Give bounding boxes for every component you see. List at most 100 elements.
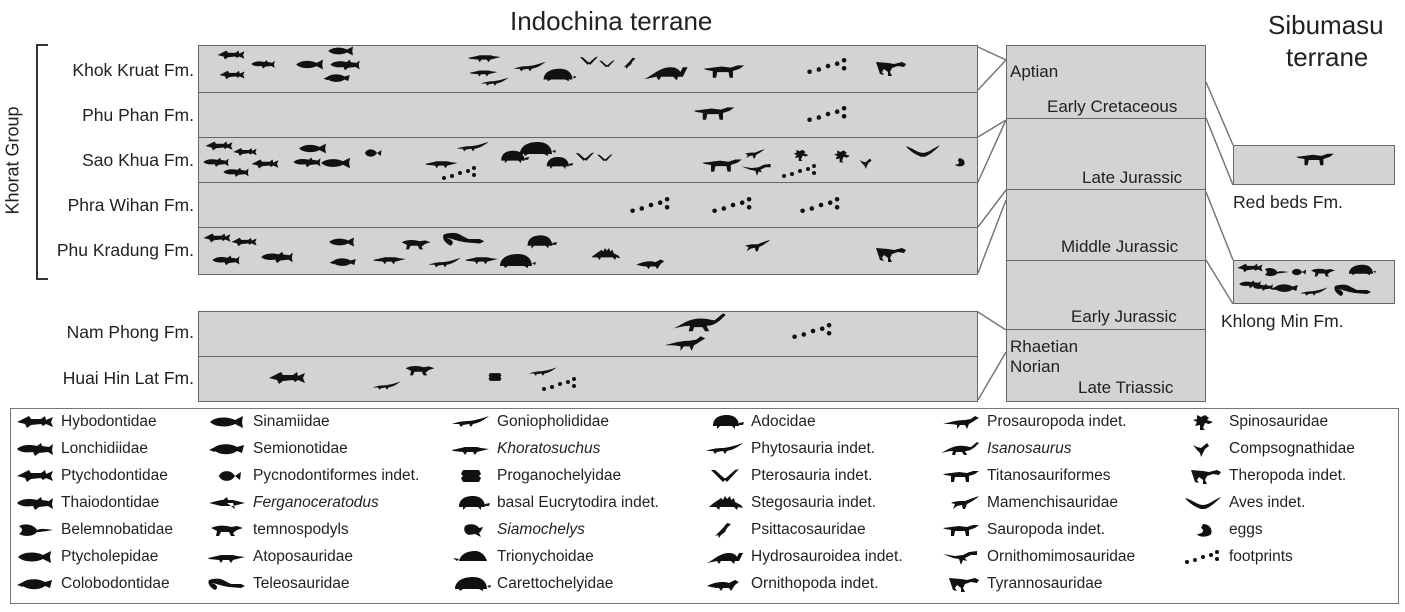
legend-item: Trionychoidae xyxy=(451,548,594,566)
legend-label: Trionychoidae xyxy=(497,548,594,565)
temnospondyl-icon xyxy=(207,522,247,538)
legend-item: Isanosaurus xyxy=(941,440,1071,458)
ornithopod-icon xyxy=(705,576,745,592)
fish-icon xyxy=(207,441,247,457)
legend-label: Atoposauridae xyxy=(253,548,353,565)
siamochelys-icon xyxy=(451,522,491,538)
proganochelys-icon xyxy=(451,468,491,484)
legend-label: Spinosauridae xyxy=(1229,413,1328,430)
fish-icon xyxy=(328,58,362,71)
legend-item: Sinamiidae xyxy=(207,413,330,431)
turtle-icon xyxy=(540,66,576,84)
legend-label: temnospodyls xyxy=(253,521,349,538)
legend-item: Hydrosauroidea indet. xyxy=(705,548,903,566)
hadrosaur-icon xyxy=(642,62,690,82)
legend-label: Tyrannosauridae xyxy=(987,575,1102,592)
ray-icon xyxy=(15,522,55,538)
stegosaur-icon xyxy=(588,244,622,264)
legend-item: eggs xyxy=(1183,521,1263,539)
legend-label: Ptychodontidae xyxy=(61,467,168,484)
legend-item: basal Eucrytodira indet. xyxy=(451,494,659,512)
shark-icon xyxy=(250,158,280,170)
temnospondyl-icon xyxy=(402,362,438,378)
legend-label: Thaiodontidae xyxy=(61,494,159,511)
legend-label: Carettochelyidae xyxy=(497,575,613,592)
shark-icon xyxy=(232,146,258,158)
turtle-icon xyxy=(496,252,536,270)
turtle-icon xyxy=(451,495,491,511)
prosauropod-icon xyxy=(656,334,714,352)
legend-item: Ferganoceratodus xyxy=(207,494,379,512)
legend-item: Prosauropoda indet. xyxy=(941,413,1127,431)
footprints-icon xyxy=(628,194,674,216)
fish-icon xyxy=(15,495,55,511)
legend-label: Ornithopoda indet. xyxy=(751,575,879,592)
legend-item: Compsognathidae xyxy=(1183,440,1355,458)
legend-item: Siamochelys xyxy=(451,521,585,539)
teleosaur-icon xyxy=(438,230,490,248)
footprints-icon xyxy=(805,56,851,76)
fish-icon xyxy=(293,58,327,71)
turtle-icon xyxy=(451,576,491,592)
ornithomimosaur-icon xyxy=(941,549,981,565)
legend-label: Theropoda indet. xyxy=(1229,467,1346,484)
legend-item: Lonchidiidae xyxy=(15,440,148,458)
bird-icon xyxy=(904,142,942,160)
legend-item: Spinosauridae xyxy=(1183,413,1328,431)
theropod-icon xyxy=(868,56,908,80)
theropod-icon xyxy=(868,242,908,266)
legend-item: Proganochelyidae xyxy=(451,467,621,485)
legend-item: Goniopholididae xyxy=(451,413,609,431)
temnospondyl-icon xyxy=(398,236,434,252)
hadrosaur-icon xyxy=(705,549,745,565)
legend-item: Mamenchisauridae xyxy=(941,494,1118,512)
legend-item: Pterosauria indet. xyxy=(705,467,873,485)
egg-icon xyxy=(946,154,972,170)
legend-item: Colobodontidae xyxy=(15,575,170,593)
footprints-icon xyxy=(440,162,480,184)
croc-icon xyxy=(462,50,508,64)
sauropod-icon xyxy=(941,441,981,457)
shark-icon xyxy=(1236,262,1264,274)
legend-item: Carettochelyidae xyxy=(451,575,613,593)
spinosaur-icon xyxy=(1183,414,1223,430)
legend-label: Khoratosuchus xyxy=(497,440,600,457)
croc-icon xyxy=(207,549,247,565)
legend-item: Belemnobatidae xyxy=(15,521,173,539)
shark-icon xyxy=(230,236,258,248)
fish-icon xyxy=(266,370,308,386)
footprints-icon xyxy=(540,374,580,394)
psittacosaur-icon xyxy=(705,522,745,538)
proganochelys-icon xyxy=(482,366,508,388)
legend-item: Ptychodontidae xyxy=(15,467,168,485)
pterosaur-icon xyxy=(594,148,616,168)
fish-icon xyxy=(250,58,276,70)
legend-item: Pycnodontiformes indet. xyxy=(207,467,419,485)
legend-label: Sinamiidae xyxy=(253,413,330,430)
compsognathid-icon xyxy=(852,152,882,174)
legend-label: Teleosauridae xyxy=(253,575,350,592)
pycnodont-icon xyxy=(356,144,386,162)
legend-label: Hybodontidae xyxy=(61,413,157,430)
legend-label: Compsognathidae xyxy=(1229,440,1355,457)
turtle-icon xyxy=(540,154,574,172)
legend-item: Adocidae xyxy=(705,413,816,431)
compsognathid-icon xyxy=(1183,441,1223,457)
legend-label: Phytosauria indet. xyxy=(751,440,875,457)
fish-icon xyxy=(15,441,55,457)
footprints-icon xyxy=(798,194,844,216)
legend-label: eggs xyxy=(1229,521,1263,538)
stegosaur-icon xyxy=(705,495,745,511)
croc-icon xyxy=(370,252,410,266)
legend-label: Titanosauriformes xyxy=(987,467,1110,484)
legend-label: Prosauropoda indet. xyxy=(987,413,1127,430)
shark-icon xyxy=(202,232,232,244)
temnospondyl-icon xyxy=(1308,264,1338,280)
legend: Hybodontidae Lonchidiidae Ptychodontidae… xyxy=(10,408,1399,604)
longcroc-icon xyxy=(452,140,494,154)
legend-item: Ptycholepidae xyxy=(15,548,158,566)
footprints-icon xyxy=(805,103,851,125)
footprints-icon xyxy=(790,320,836,342)
fish-icon xyxy=(316,156,356,170)
legend-item: Aves indet. xyxy=(1183,494,1305,512)
